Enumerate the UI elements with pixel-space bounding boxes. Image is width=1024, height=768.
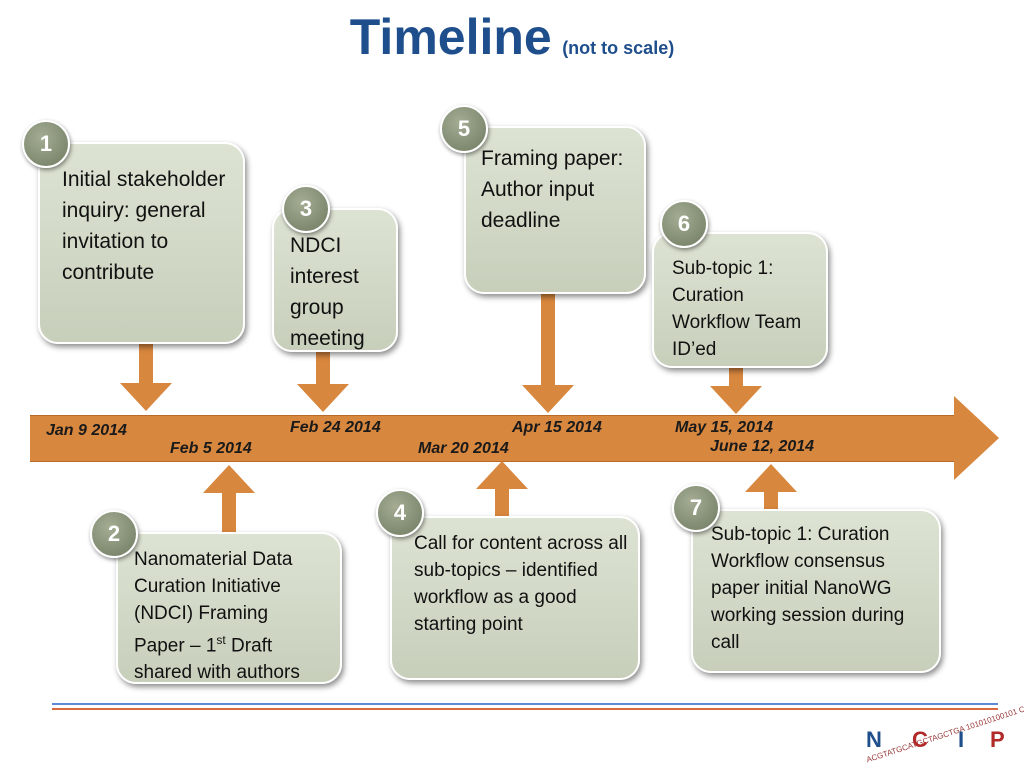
step-2-ordinal: st — [216, 633, 226, 647]
step-3-badge: 3 — [282, 185, 330, 233]
step-3-box: NDCI interest group meeting — [272, 208, 398, 352]
arrow-2-shaft — [222, 492, 236, 534]
arrow-5-shaft — [541, 292, 555, 386]
arrow-6-shaft — [729, 367, 743, 387]
footer-rule-orange — [52, 708, 998, 710]
step-2-line-4b: Draft — [225, 635, 273, 657]
date-jan-9: Jan 9 2014 — [46, 422, 127, 439]
date-jun-12: June 12, 2014 — [710, 438, 815, 455]
step-2-line-5: shared with authors — [134, 662, 300, 684]
title-area: Timeline (not to scale) — [0, 8, 1024, 66]
logo-letter-n: N — [866, 727, 882, 752]
arrow-1-head — [120, 383, 172, 411]
logo-letter-p: P — [990, 727, 1005, 752]
date-mar-20: Mar 20 2014 — [418, 440, 509, 457]
step-5-badge: 5 — [440, 105, 488, 153]
arrow-7-head — [745, 464, 797, 492]
step-2-box: Nanomaterial Data Curation Initiative (N… — [116, 532, 342, 684]
step-2-line-2: Curation Initiative — [134, 576, 281, 597]
step-1-box: Initial stakeholder inquiry: general inv… — [38, 142, 245, 344]
date-feb-24: Feb 24 2014 — [290, 419, 381, 436]
logo-letter-c: C — [912, 727, 928, 752]
arrow-3-head — [297, 384, 349, 412]
arrow-4-shaft — [495, 488, 509, 518]
arrow-6-head — [710, 386, 762, 414]
date-feb-5: Feb 5 2014 — [170, 440, 252, 457]
step-7-badge: 7 — [672, 484, 720, 532]
step-1-badge: 1 — [22, 120, 70, 168]
step-4-badge: 4 — [376, 489, 424, 537]
step-2-line-1: Nanomaterial Data — [134, 549, 293, 570]
step-2-line-3: (NDCI) Framing — [134, 603, 269, 624]
step-4-box: Call for content across all sub-topics –… — [390, 516, 640, 680]
step-3-text: NDCI interest group meeting — [290, 234, 365, 350]
arrow-1-shaft — [139, 342, 153, 384]
step-5-box: Framing paper: Author input deadline — [464, 126, 646, 294]
step-1-text: Initial stakeholder inquiry: general inv… — [62, 168, 226, 284]
logo-letter-i: I — [958, 727, 965, 752]
step-2-line-4: Paper – 1st Draft — [134, 627, 342, 659]
step-6-text: Sub-topic 1: Curation Workflow Team ID’e… — [672, 258, 802, 360]
step-2-text: Nanomaterial Data Curation Initiative (N… — [134, 546, 342, 686]
step-6-box: Sub-topic 1: Curation Workflow Team ID’e… — [652, 232, 828, 368]
arrow-3-shaft — [316, 351, 330, 385]
timeline-arrowhead — [954, 396, 999, 480]
slide-subtitle: (not to scale) — [562, 38, 675, 58]
timeline-band — [30, 415, 955, 462]
date-may-15: May 15, 2014 — [675, 419, 773, 436]
step-7-text: Sub-topic 1: Curation Workflow consensus… — [711, 524, 905, 653]
step-4-text: Call for content across all sub-topics –… — [414, 533, 628, 635]
slide-title: Timeline — [349, 9, 552, 65]
step-6-badge: 6 — [660, 200, 708, 248]
arrow-2-head — [203, 465, 255, 493]
ncip-logo: ACGTATGCATGCTAGCTGA 101010100101 CTGAATG… — [860, 673, 1024, 766]
arrow-4-head — [476, 461, 528, 489]
step-2-badge: 2 — [90, 510, 138, 558]
arrow-7-shaft — [764, 491, 778, 511]
step-5-text: Framing paper: Author input deadline — [481, 147, 624, 232]
step-2-line-4a: Paper – 1 — [134, 635, 217, 657]
step-7-box: Sub-topic 1: Curation Workflow consensus… — [691, 509, 941, 673]
arrow-5-head — [522, 385, 574, 413]
date-apr-15: Apr 15 2014 — [512, 419, 602, 436]
footer-rule-blue — [52, 703, 998, 705]
